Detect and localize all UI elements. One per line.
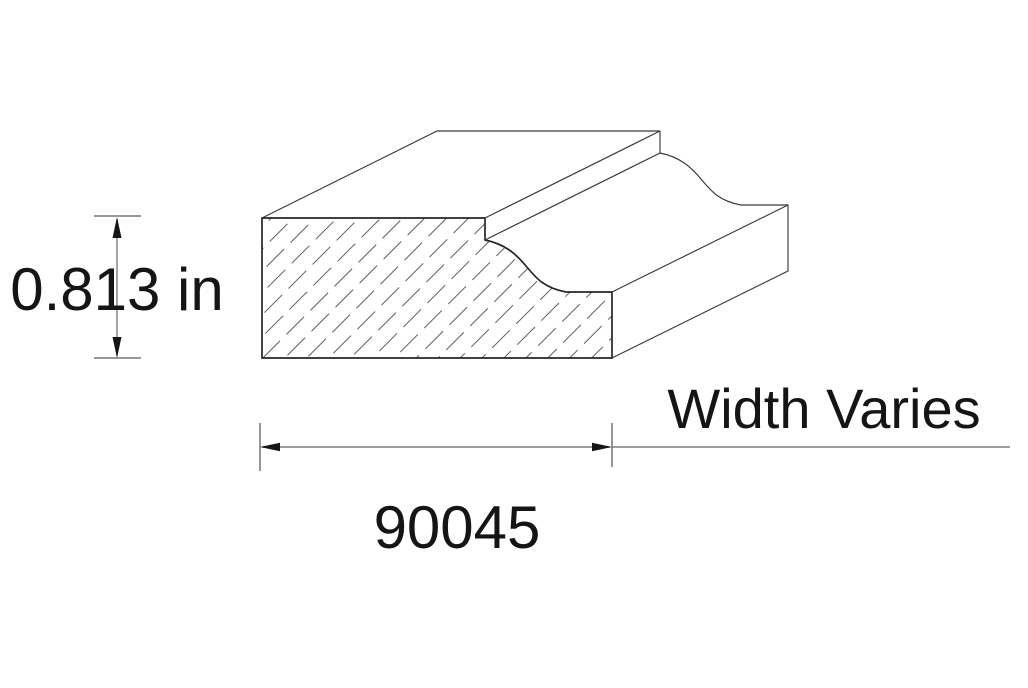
height-dimension: 0.813 in <box>10 215 224 359</box>
width-varies-text: Width Varies <box>667 377 980 440</box>
width-dimension-arrow-right <box>592 442 612 452</box>
width-dimension-arrow-left <box>260 442 280 452</box>
far-end-silhouette-edge <box>611 131 789 359</box>
cross-section-face <box>261 217 613 359</box>
shelf-extruded-edge <box>611 204 789 293</box>
part-number-text: 90045 <box>374 494 541 561</box>
step-top-extruded-edge <box>484 130 661 219</box>
height-dimension-text: 0.813 in <box>10 256 224 323</box>
width-varies-annotation: Width Varies <box>612 377 1010 448</box>
top-face-silhouette-edge <box>261 130 660 219</box>
step-bottom-extruded-edge <box>484 152 661 241</box>
molding-3d-view <box>261 130 789 359</box>
height-dimension-arrow-down <box>112 337 122 358</box>
height-dimension-arrow-up <box>112 217 122 238</box>
part-number-dimension: 90045 <box>259 423 613 561</box>
